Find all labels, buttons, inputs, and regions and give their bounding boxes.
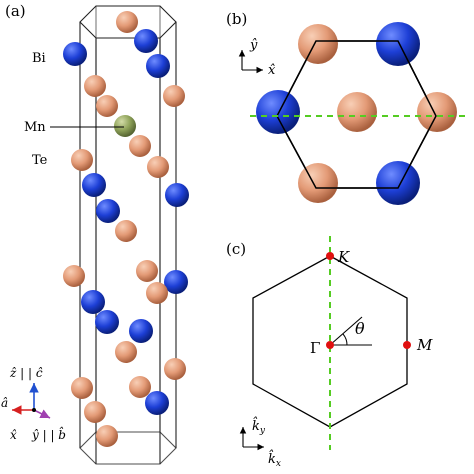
te-atom xyxy=(84,401,106,423)
bi-atom xyxy=(63,42,87,66)
bi-atom xyxy=(95,310,119,334)
te-atom xyxy=(164,358,186,380)
te-atom xyxy=(163,85,185,107)
te-atom xyxy=(129,376,151,398)
te-atom xyxy=(96,425,118,447)
theta-direction-line xyxy=(329,316,363,346)
cell-bottom-hexagon xyxy=(79,431,177,465)
ky-label: k̂y xyxy=(252,416,266,436)
a-label: â xyxy=(1,396,8,410)
bi-label: Bi xyxy=(32,51,46,66)
m-label: M xyxy=(416,336,433,354)
te-atom xyxy=(71,377,93,399)
te-atom xyxy=(147,156,169,178)
te-atom xyxy=(96,95,118,117)
axis-b: ŷ x̂ xyxy=(238,38,276,78)
te-atom xyxy=(298,163,338,203)
te-atom xyxy=(71,149,93,171)
axis-triad-a: ẑ | | ĉ â x̂ ŷ | | b̂ xyxy=(1,366,66,442)
panel-b-label: (b) xyxy=(226,10,247,28)
bi-atom xyxy=(81,290,105,314)
bi-atom xyxy=(376,22,420,66)
te-atom xyxy=(337,92,377,132)
te-atom xyxy=(146,282,168,304)
m-point xyxy=(403,341,411,349)
te-label: Te xyxy=(32,153,48,168)
bi-atom xyxy=(96,199,120,223)
te-atom xyxy=(115,341,137,363)
y-b-label: ŷ | | b̂ xyxy=(31,425,66,442)
bi-atom xyxy=(256,90,300,134)
bi-atom xyxy=(129,319,153,343)
bi-atom xyxy=(82,173,106,197)
axis-origin xyxy=(32,408,36,412)
kx-label: k̂x xyxy=(268,449,281,469)
te-atom xyxy=(116,11,138,33)
axis-c: k̂y k̂x xyxy=(239,416,281,469)
k-point xyxy=(326,252,334,260)
z-c-label: ẑ | | ĉ xyxy=(9,366,43,380)
te-atom xyxy=(298,24,338,64)
x-label: x̂ xyxy=(10,428,17,442)
gamma-label: Γ xyxy=(310,339,320,357)
panel-c-label: (c) xyxy=(226,240,246,258)
bi-atom xyxy=(146,54,170,78)
bi-atom xyxy=(145,391,169,415)
y-axis-label: ŷ xyxy=(249,38,258,53)
x-axis-label: x̂ xyxy=(268,63,276,78)
bi-atom xyxy=(134,29,158,53)
te-atom xyxy=(129,135,151,157)
panel-a-label: (a) xyxy=(5,2,26,20)
b-axis-arrow xyxy=(33,409,51,419)
panel-c: (c) θ K Γ M k̂y k̂x xyxy=(226,236,433,469)
te-atom xyxy=(84,75,106,97)
bi-atom xyxy=(165,183,189,207)
atoms xyxy=(63,11,189,447)
te-atom xyxy=(417,92,457,132)
te-atom xyxy=(136,260,158,282)
panel-a: (a) xyxy=(1,2,189,465)
panel-b: (b) ŷ x̂ xyxy=(226,10,468,205)
mn-label: Mn xyxy=(24,120,46,135)
k-label: K xyxy=(337,248,350,266)
mn-atom xyxy=(114,115,136,137)
bi-atom xyxy=(376,161,420,205)
theta-arc xyxy=(342,333,348,346)
bi-atom xyxy=(164,270,188,294)
te-atom xyxy=(115,220,137,242)
te-atom xyxy=(63,265,85,287)
gamma-point xyxy=(326,341,334,349)
theta-label: θ xyxy=(355,319,365,338)
